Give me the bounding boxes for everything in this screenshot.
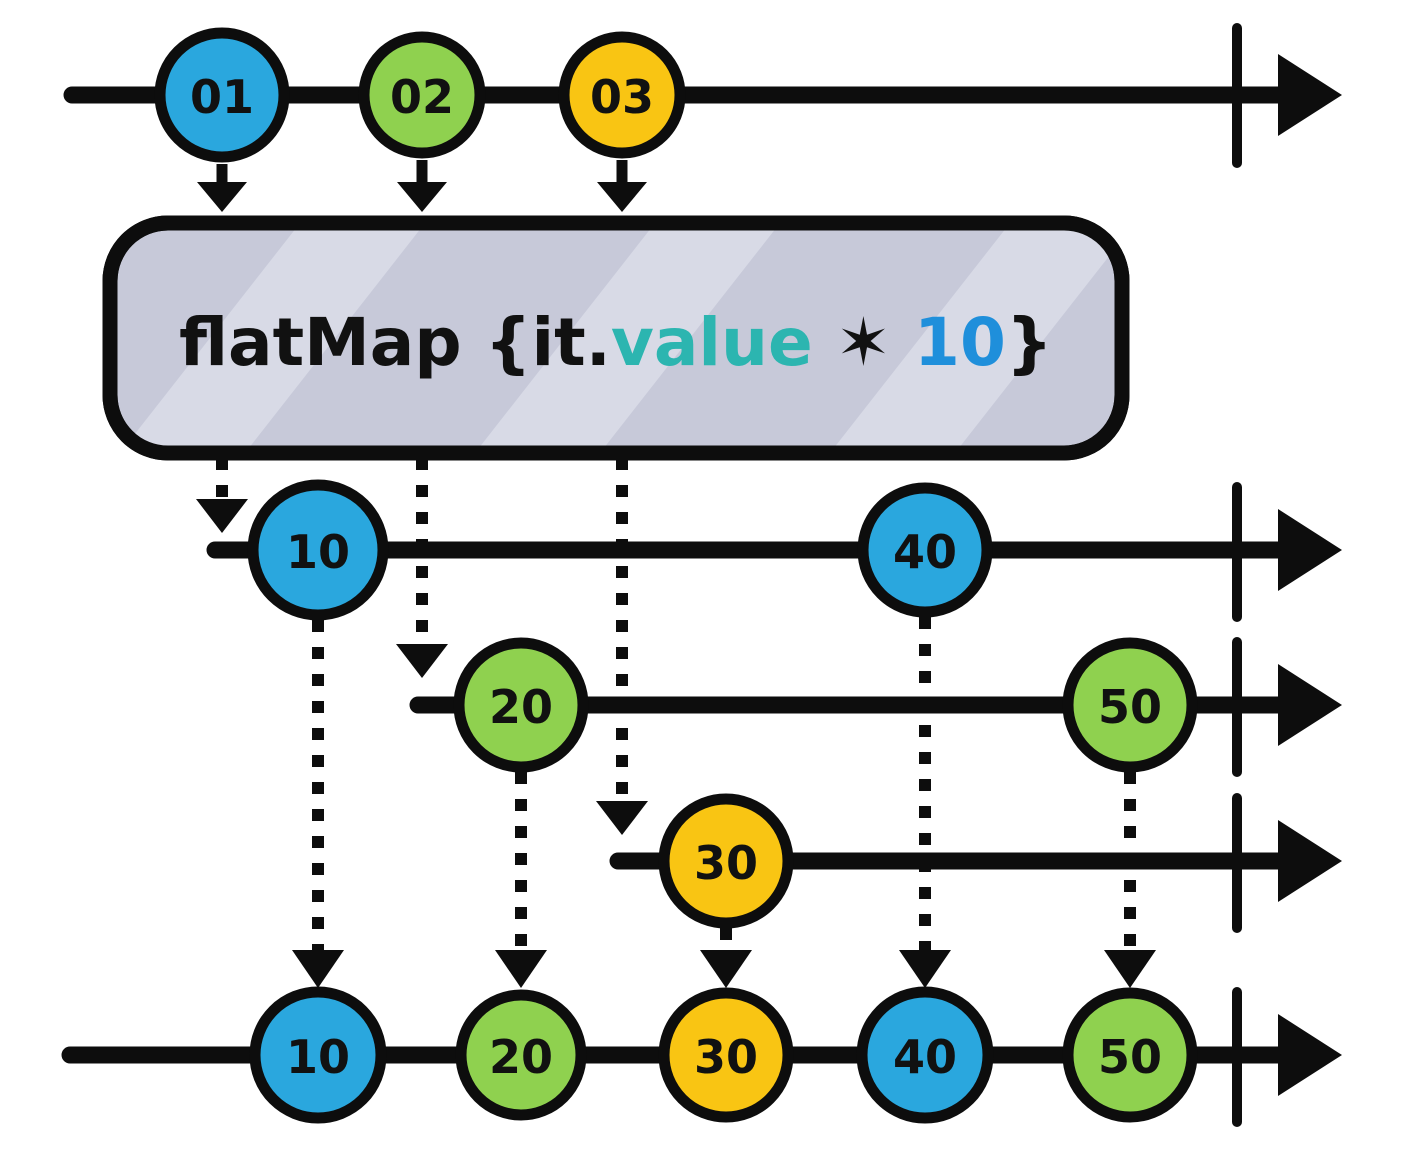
marble-source-02: 02 [358,31,486,159]
merge-arrow-30 [700,928,752,988]
marble-output-30: 30 [658,987,794,1123]
marble-circle [154,27,290,163]
emit-arrow-03 [597,160,647,212]
marble-label: 50 [1098,680,1162,734]
marble-label: 01 [190,70,254,124]
marble-source-01: 01 [154,27,290,163]
operator-expression: flatMap {it.value ✶ 10} [179,304,1053,381]
marble-inner3-30: 30 [658,793,794,929]
spawn-arrow-stream2 [396,458,448,678]
emit-arrow-02 [397,160,447,212]
marble-circle [558,31,686,159]
operator-text-multiplier: 10 [914,304,1006,381]
operator-text-prefix: flatMap {it. [179,304,611,381]
marble-label: 10 [286,1030,350,1084]
operator-text-suffix: } [1006,304,1053,381]
spawn-arrow-stream3 [596,458,648,835]
merge-arrow-40 [899,617,951,988]
operator-box-stripes [120,223,1122,453]
spawn-arrow-stream1 [196,458,248,533]
marble-label: 40 [893,525,957,579]
operator-box: flatMap {it.value ✶ 10} [102,215,1130,461]
marble-label: 40 [893,1030,957,1084]
marble-label: 03 [590,70,654,124]
marble-label: 20 [489,1030,553,1084]
marble-output-50: 50 [1062,987,1198,1123]
marble-label: 50 [1098,1030,1162,1084]
marble-label: 10 [286,525,350,579]
emit-arrow-01 [197,164,247,212]
marble-source-03: 03 [558,31,686,159]
marble-circle [358,31,486,159]
marble-inner1-40: 40 [857,482,993,618]
marble-output-10: 10 [249,986,387,1124]
merge-arrow-50 [1104,772,1156,988]
inner-timeline-1 [206,482,1342,622]
marble-label: 02 [390,70,454,124]
operator-text-star: ✶ [813,304,914,381]
marble-output-20: 20 [455,989,587,1121]
marble-inner1-10: 10 [247,479,389,621]
merge-arrow-10 [292,620,344,988]
marble-label: 30 [694,1030,758,1084]
marble-inner2-20: 20 [453,637,589,773]
marble-output-40: 40 [856,986,994,1124]
operator-text-value: value [611,304,813,381]
marble-label: 30 [694,836,758,890]
source-timeline-arrowhead-icon [1278,54,1342,136]
marble-inner2-50: 50 [1062,637,1198,773]
merge-arrow-20 [495,772,547,988]
marble-label: 20 [489,680,553,734]
